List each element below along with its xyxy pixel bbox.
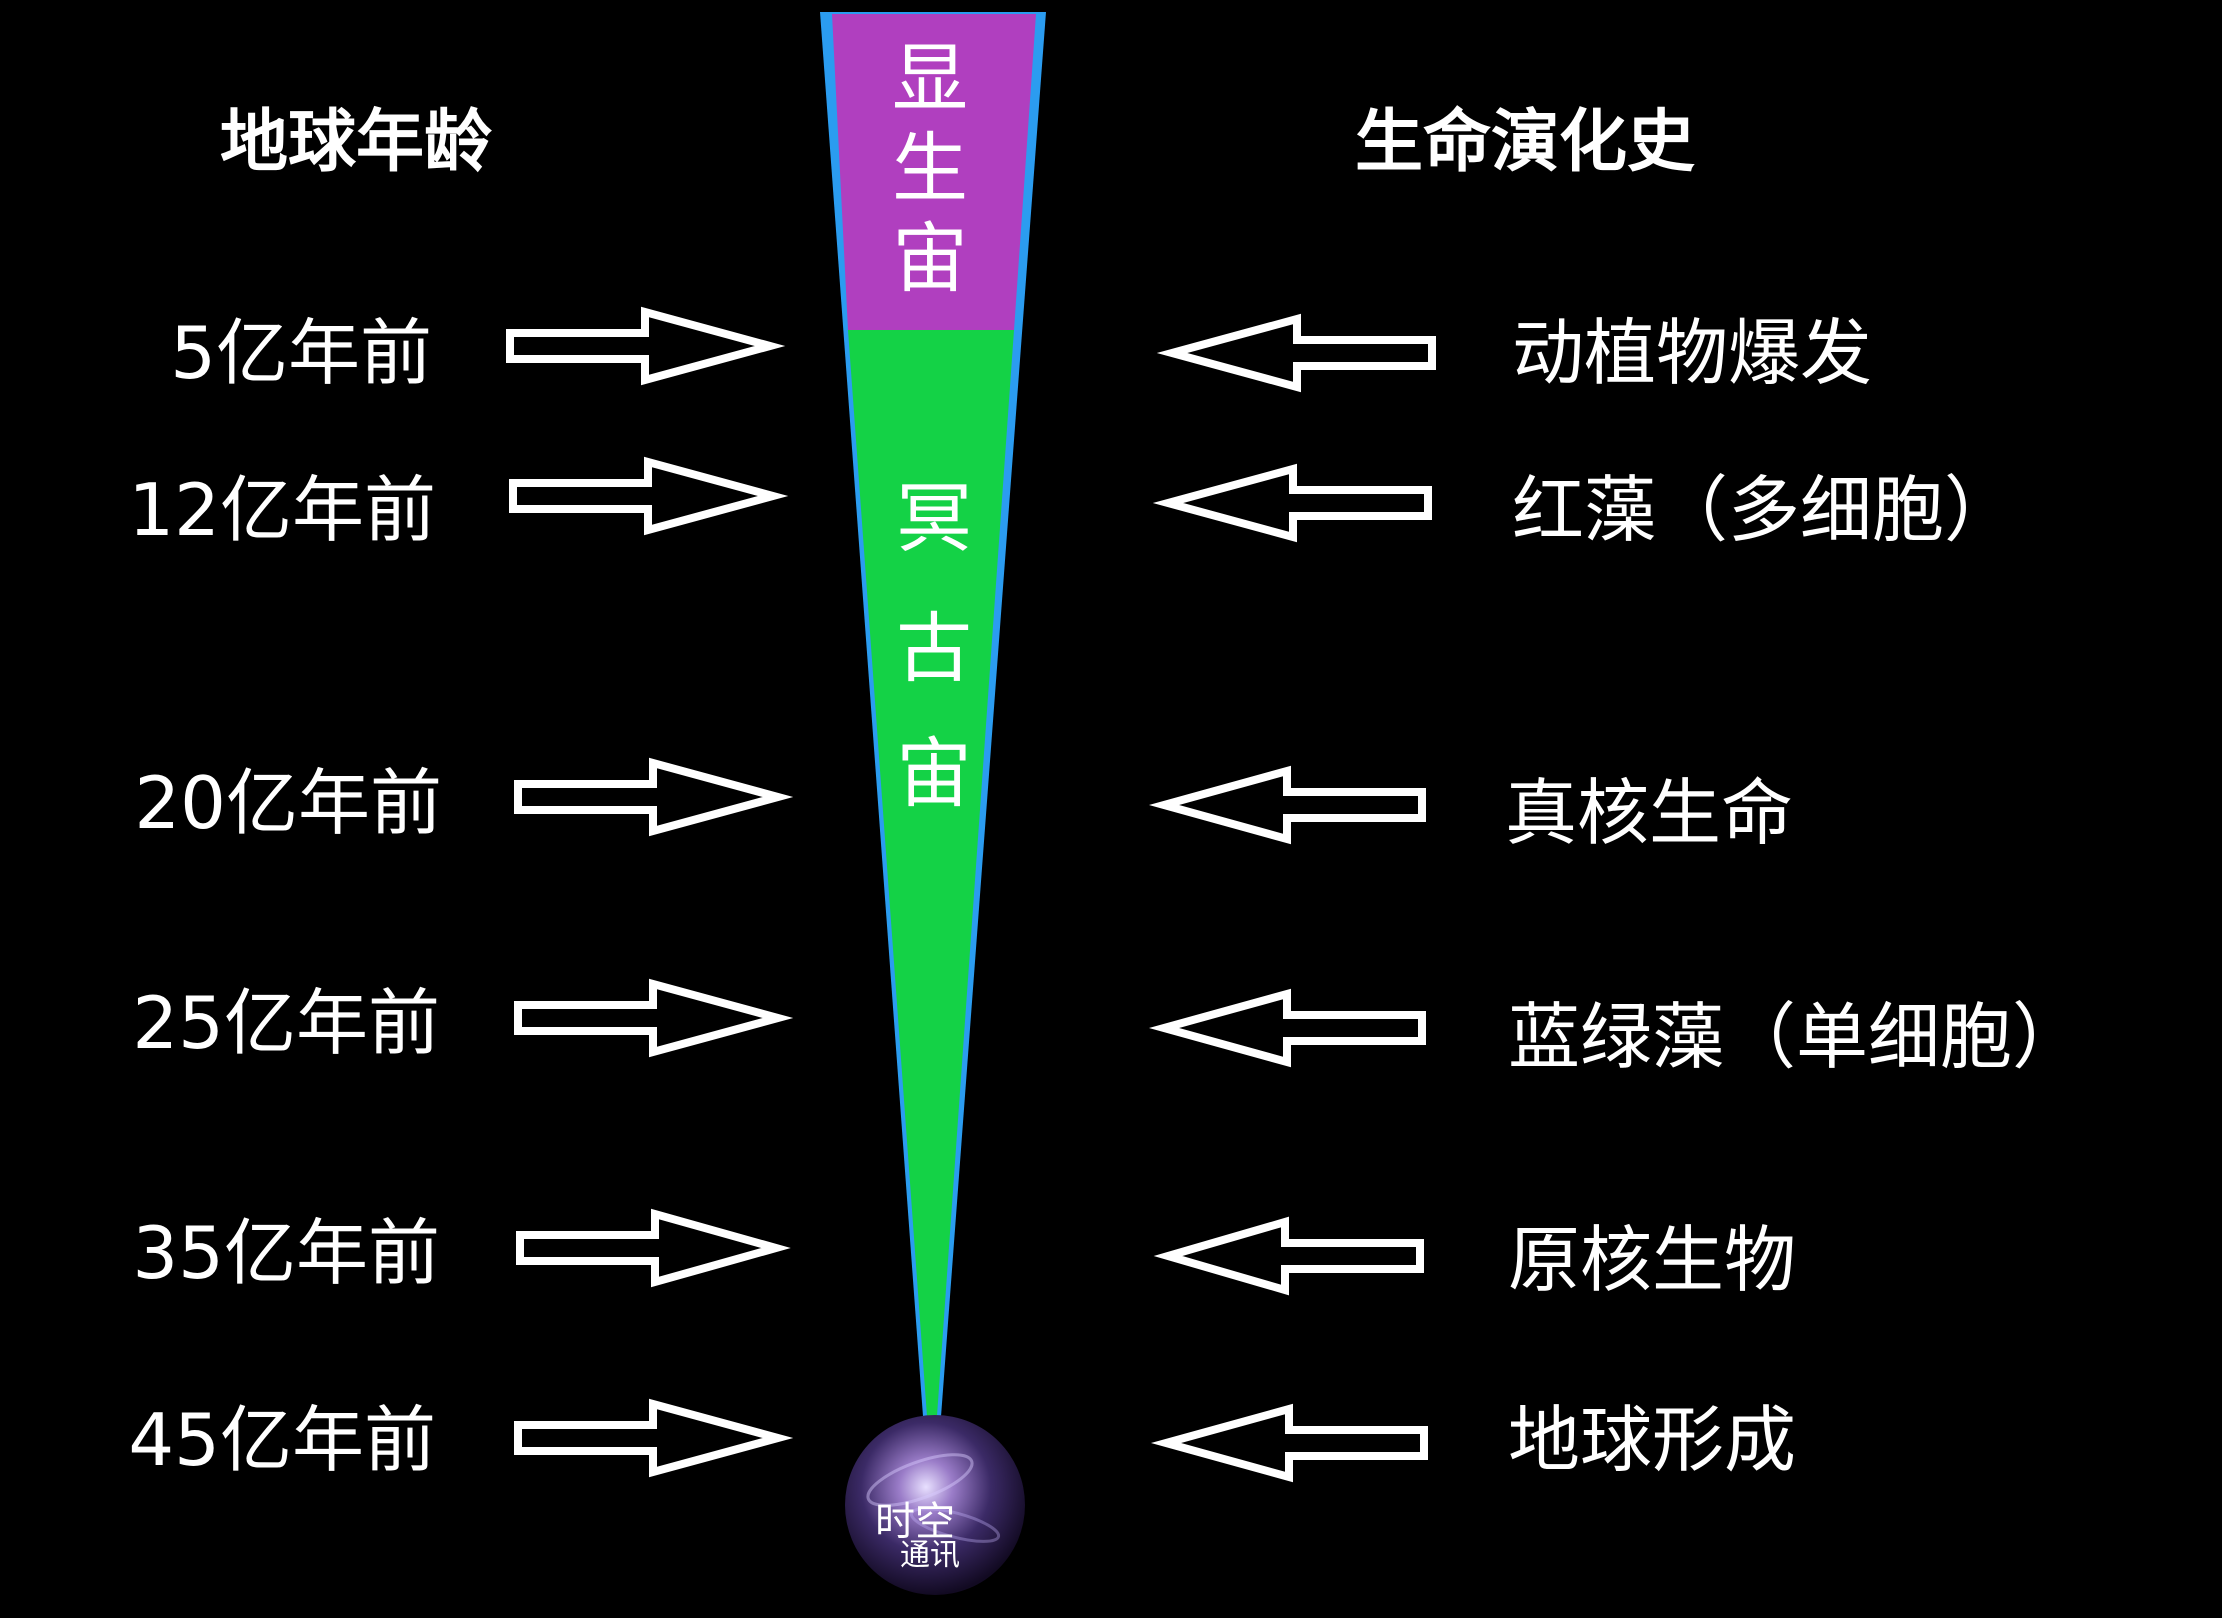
event-label: 原核生物 <box>1508 1218 1796 1302</box>
right-arrow-icon <box>516 1208 791 1288</box>
right-arrow-icon <box>514 978 794 1058</box>
eon-char: 古 <box>896 604 972 693</box>
eon-char: 显 <box>892 34 968 123</box>
event-label: 地球形成 <box>1508 1398 1796 1482</box>
right-arrow-icon <box>506 306 786 386</box>
logo-globe: 时空 通讯 <box>845 1415 1025 1595</box>
eon-band-phanerozoic <box>832 14 1036 330</box>
right-header: 生命演化史 <box>1355 103 1695 182</box>
logo-text-line1: 时空 <box>875 1499 955 1545</box>
age-label: 12亿年前 <box>128 468 436 552</box>
eon-char: 冥 <box>896 474 972 563</box>
age-labels: 5亿年前 12亿年前 20亿年前 25亿年前 35亿年前 45亿年前 <box>128 311 442 1482</box>
event-label: 真核生命 <box>1505 771 1793 855</box>
eon-label-phanerozoic: 显 生 宙 <box>892 34 968 303</box>
age-label: 20亿年前 <box>134 761 442 845</box>
eon-label-hadean: 冥 古 宙 <box>896 474 972 818</box>
globe-icon <box>845 1415 1025 1595</box>
left-arrow-icon <box>1150 1403 1428 1483</box>
left-header: 地球年龄 <box>220 103 492 182</box>
left-arrow-icon <box>1148 988 1426 1068</box>
age-label: 25亿年前 <box>132 981 440 1065</box>
timeline-wedge <box>820 12 1046 1430</box>
eon-char: 宙 <box>892 214 968 303</box>
left-arrow-icon <box>1153 1216 1424 1296</box>
event-labels: 动植物爆发 红藻（多细胞） 真核生命 蓝绿藻（单细胞） 原核生物 地球形成 <box>1505 311 2084 1482</box>
right-arrow-icon <box>509 456 789 536</box>
left-arrow-icon <box>1148 765 1426 845</box>
eon-char: 生 <box>892 124 968 213</box>
age-label: 5亿年前 <box>170 311 432 395</box>
logo-text-line2: 通讯 <box>900 1538 960 1573</box>
event-label: 红藻（多细胞） <box>1512 468 2016 552</box>
right-arrow-icon <box>514 1398 794 1478</box>
event-label: 动植物爆发 <box>1512 311 1872 395</box>
event-label: 蓝绿藻（单细胞） <box>1508 995 2084 1079</box>
eon-band-hadean <box>848 330 1014 1430</box>
age-label: 35亿年前 <box>132 1211 440 1295</box>
age-label: 45亿年前 <box>128 1398 436 1482</box>
eon-char: 宙 <box>896 729 972 818</box>
left-pointing-arrows <box>1148 313 1436 1483</box>
left-arrow-icon <box>1152 463 1432 543</box>
right-arrow-icon <box>514 757 794 837</box>
right-pointing-arrows <box>506 306 794 1478</box>
left-arrow-icon <box>1156 313 1436 393</box>
